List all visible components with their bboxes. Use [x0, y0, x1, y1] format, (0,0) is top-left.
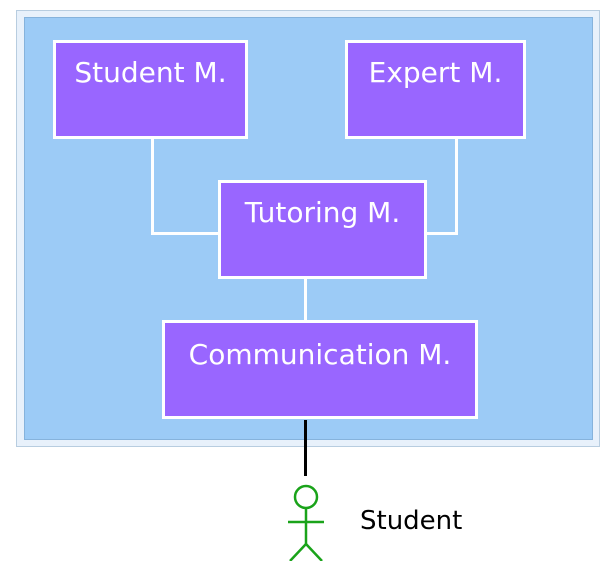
tutoring-module-box: Tutoring M. [218, 180, 427, 279]
connector-student-horizontal [151, 232, 222, 235]
expert-module-box: Expert M. [345, 40, 526, 139]
communication-module-label: Communication M. [188, 338, 452, 371]
student-module-label: Student M. [74, 56, 227, 89]
stick-figure-icon [276, 482, 336, 565]
actor-connector-line [304, 420, 307, 476]
connector-expert-vertical [455, 136, 458, 235]
connector-expert-horizontal [425, 232, 458, 235]
expert-module-label: Expert M. [368, 56, 503, 89]
student-module-box: Student M. [53, 40, 248, 139]
connector-student-vertical [151, 136, 154, 235]
communication-module-box: Communication M. [162, 320, 478, 419]
connector-tutoring-communication [304, 277, 307, 323]
tutoring-module-label: Tutoring M. [244, 196, 401, 229]
actor-label: Student [360, 506, 463, 536]
